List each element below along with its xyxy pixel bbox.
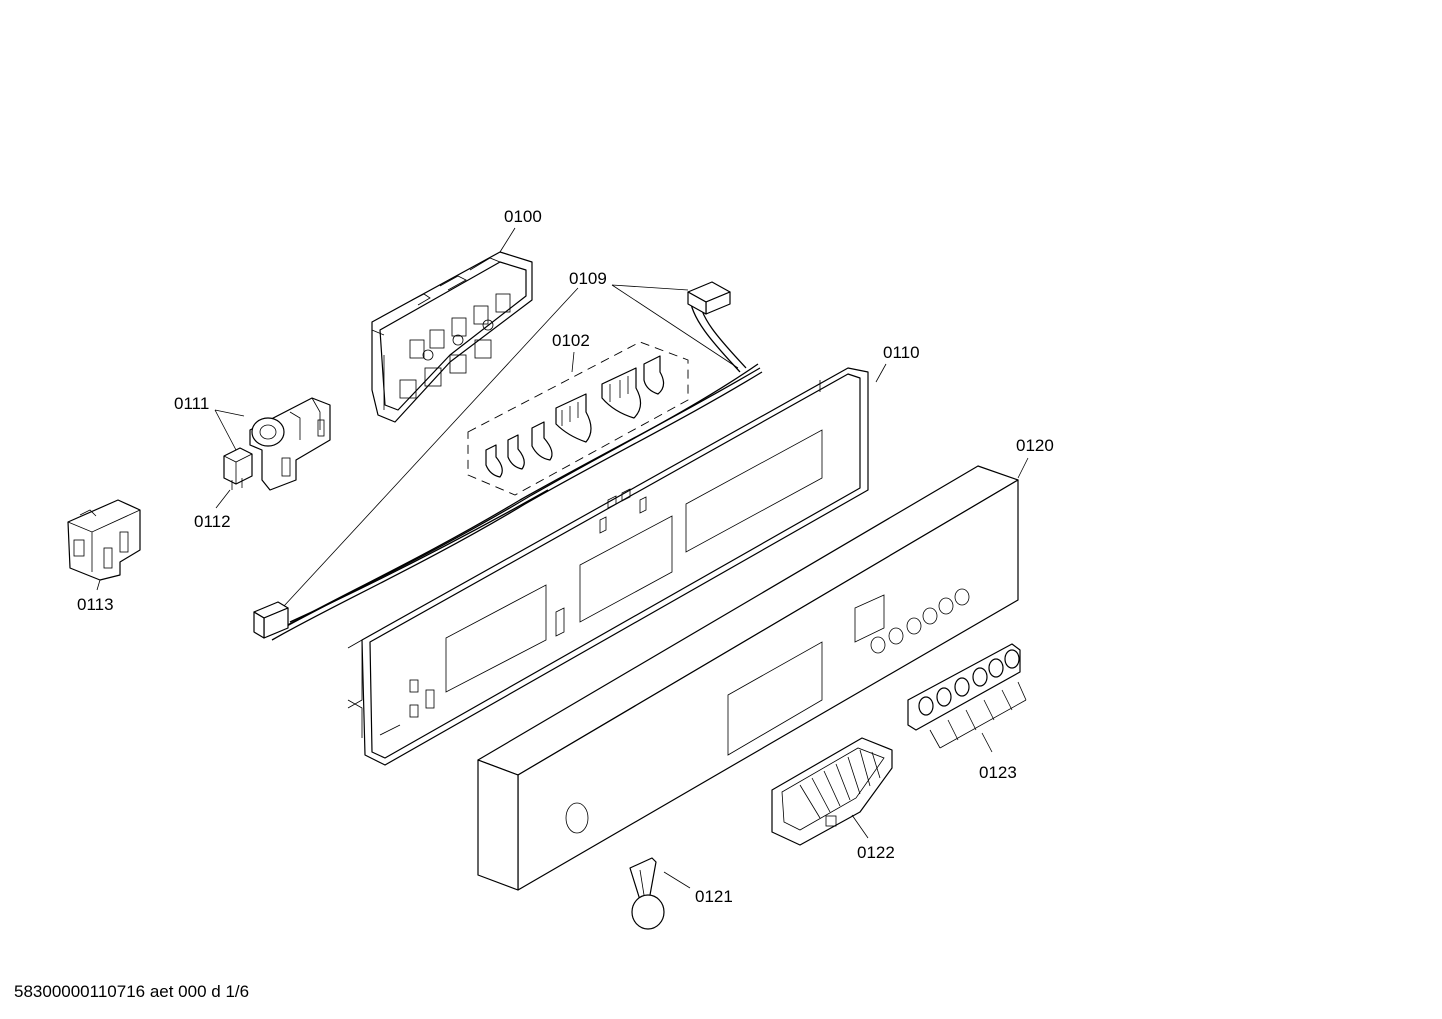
callout-0110: 0110 — [883, 343, 920, 362]
part-0122-dispenser-unit — [771, 737, 893, 846]
callout-0121: 0121 — [695, 887, 733, 906]
part-0102-connector-set — [467, 341, 689, 496]
callout-0122: 0122 — [857, 843, 895, 862]
document-footer: 58300000110716 aet 000 d 1/6 — [14, 982, 249, 1001]
part-0111-switch — [249, 397, 331, 491]
part-0100-control-module — [371, 251, 533, 423]
callout-0100: 0100 — [504, 207, 542, 226]
callout-0112: 0112 — [194, 512, 231, 531]
part-0123-key-strip — [907, 643, 1021, 731]
callout-0123: 0123 — [979, 763, 1017, 782]
part-0113-terminal-block — [67, 499, 141, 581]
callout-0113: 0113 — [77, 595, 114, 614]
callout-0111: 0111 — [174, 394, 209, 413]
part-0121-push-button — [629, 857, 665, 930]
part-0109-wiring-harness — [253, 281, 763, 641]
part-0112-relay — [223, 447, 253, 490]
part-0110-inner-frame — [347, 367, 869, 766]
part-0120-front-fascia — [477, 465, 1019, 891]
callout-0109: 0109 — [569, 269, 607, 288]
leader-lines — [96, 227, 1029, 889]
callout-0120: 0120 — [1016, 436, 1054, 455]
callout-labels: 0100 0102 0109 0110 0111 0112 0113 0120 … — [77, 207, 1054, 906]
callout-0102: 0102 — [552, 331, 590, 350]
